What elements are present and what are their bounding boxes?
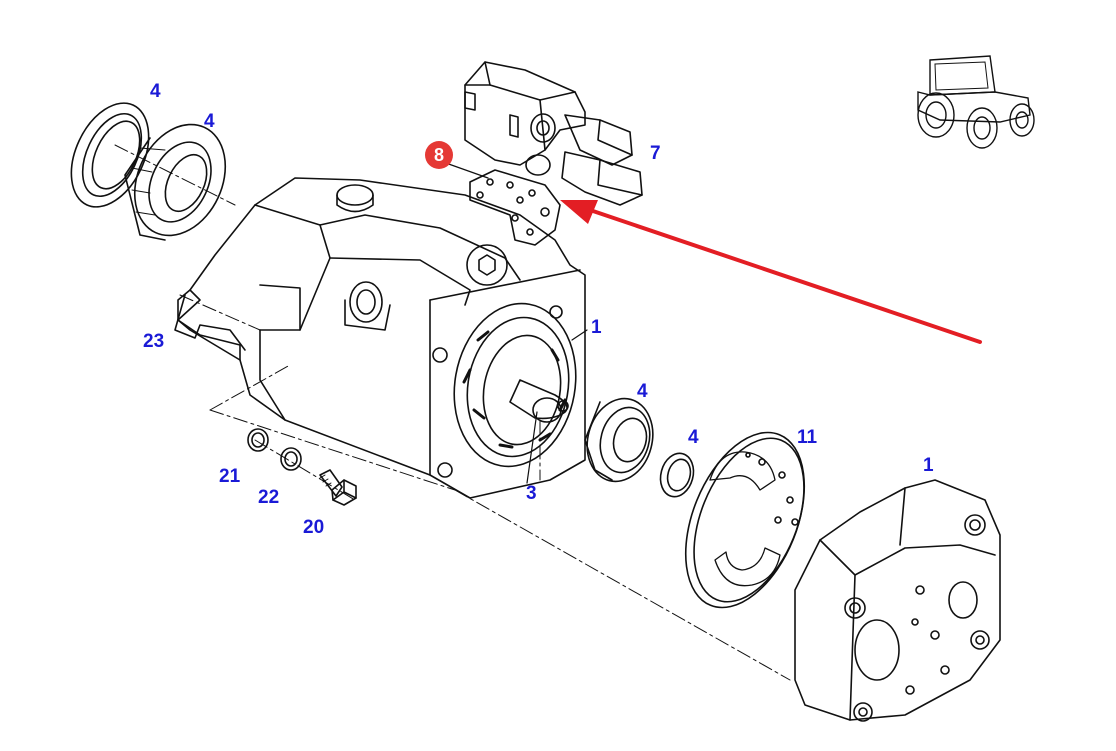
part-20-bolt xyxy=(319,469,357,506)
part-22-washer xyxy=(280,447,302,471)
part-4-ball-bearing xyxy=(584,397,654,483)
part-4-tapered-bearing xyxy=(124,123,227,241)
callout-7-control-valve: 7 xyxy=(650,143,661,164)
callout-1-end-cover: 1 xyxy=(923,455,934,476)
part-23-mounting-flange xyxy=(174,294,246,351)
assembly-axis-lines xyxy=(114,144,791,681)
part-21-washer xyxy=(247,428,269,452)
callout-4-ball-bearing: 4 xyxy=(637,381,648,402)
callout-23-flange: 23 xyxy=(143,331,165,352)
callout-4-seal-ring: 4 xyxy=(150,81,161,102)
callout-leader-lines xyxy=(442,161,588,484)
callout-1-pump-housing: 1 xyxy=(591,317,602,338)
part-8-gasket-plate xyxy=(469,169,561,246)
part-7-control-valve xyxy=(464,61,643,206)
part-1-end-cover xyxy=(794,479,1001,722)
callout-4-tapered-bearing: 4 xyxy=(204,111,215,132)
pointer-arrow-icon xyxy=(560,200,982,344)
callout-3-shaft: 3 xyxy=(526,483,537,504)
callout-8-highlighted: 8 xyxy=(425,141,453,169)
part-11-port-plate xyxy=(684,431,806,609)
callout-22-washer: 22 xyxy=(258,487,280,508)
part-4-snap-ring xyxy=(659,452,695,498)
callout-11-port-plate: 11 xyxy=(797,427,818,448)
pump-housing xyxy=(177,177,586,499)
callout-20-bolt: 20 xyxy=(303,517,325,538)
part-4-seal-ring xyxy=(70,102,150,208)
tractor-icon xyxy=(917,55,1035,149)
callout-4-snap-ring: 4 xyxy=(688,427,699,448)
callout-21-washer: 21 xyxy=(219,466,241,487)
